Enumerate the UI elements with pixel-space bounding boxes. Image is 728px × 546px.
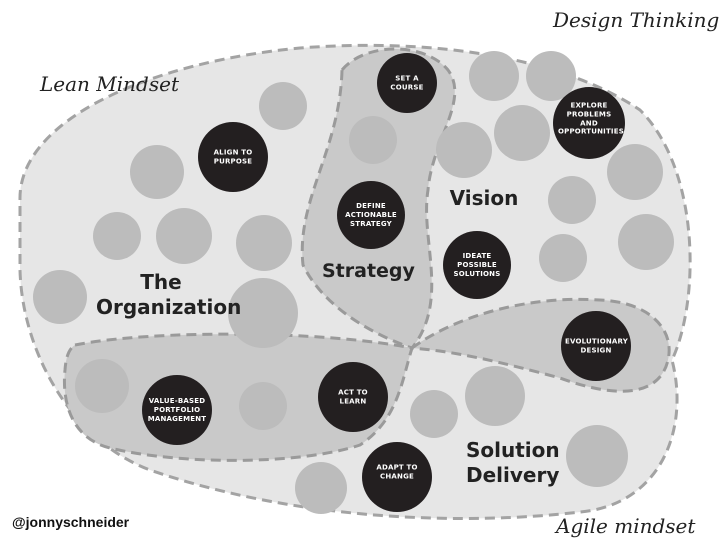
grey-bubble (349, 116, 397, 164)
grey-bubble (239, 382, 287, 430)
grey-bubble (259, 82, 307, 130)
area-label-organization: The Organization (96, 270, 242, 319)
grey-bubble (33, 270, 87, 324)
act-to-learn-label: ACT TO LEARN (338, 388, 368, 405)
grey-bubble (607, 144, 663, 200)
area-label-strategy: Strategy (322, 260, 415, 282)
activity-bubbles (142, 53, 631, 512)
evolutionary-design-bubble (561, 311, 631, 381)
align-to-purpose-label: ALIGN TO PURPOSE (213, 148, 253, 165)
grey-bubble (156, 208, 212, 264)
area-label-solution-delivery: Solution Delivery (466, 438, 560, 487)
grey-bubble (228, 278, 298, 348)
grey-bubble (539, 234, 587, 282)
grey-bubble (130, 145, 184, 199)
grey-bubble (465, 366, 525, 426)
grey-bubble (618, 214, 674, 270)
grey-bubble (436, 122, 492, 178)
author-credit: @jonnyschneider (12, 514, 130, 530)
value-portfolio-label: VALUE-BASED PORTFOLIO MANAGEMENT (147, 396, 207, 423)
evolutionary-design-label: EVOLUTIONARY DESIGN (565, 337, 629, 354)
explore-problems-bubble (553, 87, 625, 159)
grey-bubble (236, 215, 292, 271)
agile-mindset-label: Agile mindset (556, 514, 696, 538)
grey-bubble (494, 105, 550, 161)
grey-bubble (410, 390, 458, 438)
set-a-course-bubble (377, 53, 437, 113)
adapt-to-change-label: ADAPT TO CHANGE (376, 463, 418, 480)
grey-bubble (75, 359, 129, 413)
lean-mindset-label: Lean Mindset (40, 72, 179, 96)
set-a-course-label: SET A COURSE (390, 74, 424, 91)
grey-bubble (566, 425, 628, 487)
area-label-vision: Vision (449, 186, 519, 210)
value-portfolio-bubble (142, 375, 212, 445)
explore-problems-label: EXPLORE PROBLEMS AND OPPORTUNITIES (558, 101, 624, 136)
grey-bubbles (33, 51, 674, 514)
define-strategy-label: DEFINE ACTIONABLE STRATEGY (345, 201, 397, 228)
ideate-solutions-label: IDEATE POSSIBLE SOLUTIONS (453, 251, 501, 278)
grey-bubble (93, 212, 141, 260)
act-to-learn-bubble (318, 362, 388, 432)
grey-bubble (548, 176, 596, 224)
design-thinking-label: Design Thinking (553, 8, 720, 32)
ideate-solutions-bubble (443, 231, 511, 299)
adapt-to-change-bubble (362, 442, 432, 512)
align-to-purpose-bubble (198, 122, 268, 192)
grey-bubble (469, 51, 519, 101)
grey-bubble (526, 51, 576, 101)
define-strategy-bubble (337, 181, 405, 249)
grey-bubble (295, 462, 347, 514)
